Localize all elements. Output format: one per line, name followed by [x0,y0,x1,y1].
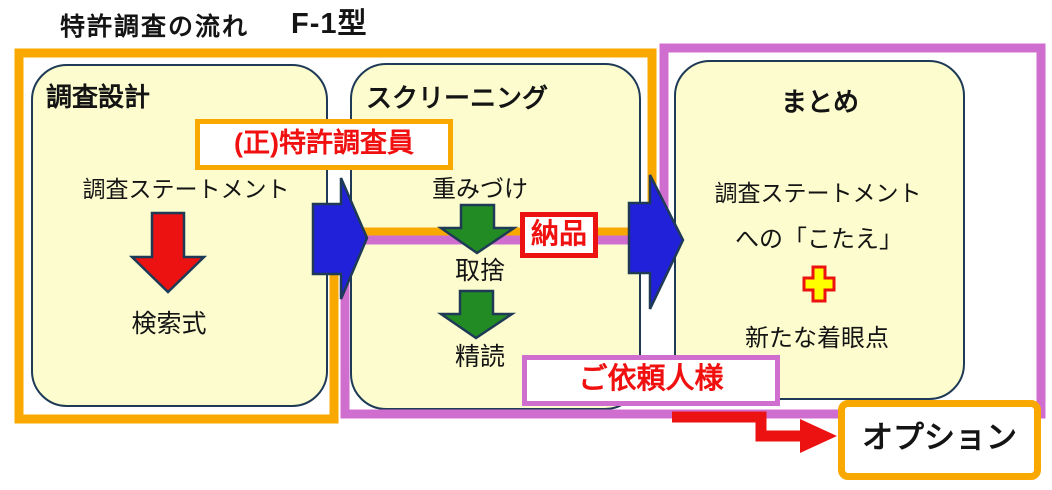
summary-item-statement: 調査ステートメント [714,180,922,206]
summary-box-title: まとめ [780,87,859,117]
delivery-label: 納品 [520,212,598,258]
plus-icon [802,265,836,303]
green-down-arrow-1-icon [437,203,519,255]
flow-right-arrow-1-icon [311,177,369,300]
option-box: オプション [838,400,1041,480]
page-title: 特許調査の流れ [60,13,250,41]
screening-item-weighting: 重みづけ [432,176,528,203]
screening-box-title: スクリーニング [366,83,549,113]
design-item-search-query: 検索式 [131,310,207,338]
flow-type-label: F-1型 [291,8,368,40]
screening-item-selection: 取捨 [454,257,505,285]
green-down-arrow-2-icon [436,289,517,340]
client-label: ご依頼人様 [522,355,780,406]
option-elbow-arrow-icon [672,411,800,442]
design-item-statement: 調査ステートメント [82,176,290,202]
design-box-title: 調査設計 [46,82,151,112]
option-elbow-arrow-head-icon [800,419,837,453]
summary-item-new-viewpoint: 新たな着眼点 [745,325,889,352]
stage-box-summary [674,60,965,400]
red-down-arrow-icon [128,211,208,294]
screening-item-close-reading: 精読 [454,343,505,371]
examiner-label: (正)特許調査員 [195,119,453,170]
flow-right-arrow-2-icon [627,174,685,310]
summary-item-answer: への「こたえ」 [735,226,903,253]
